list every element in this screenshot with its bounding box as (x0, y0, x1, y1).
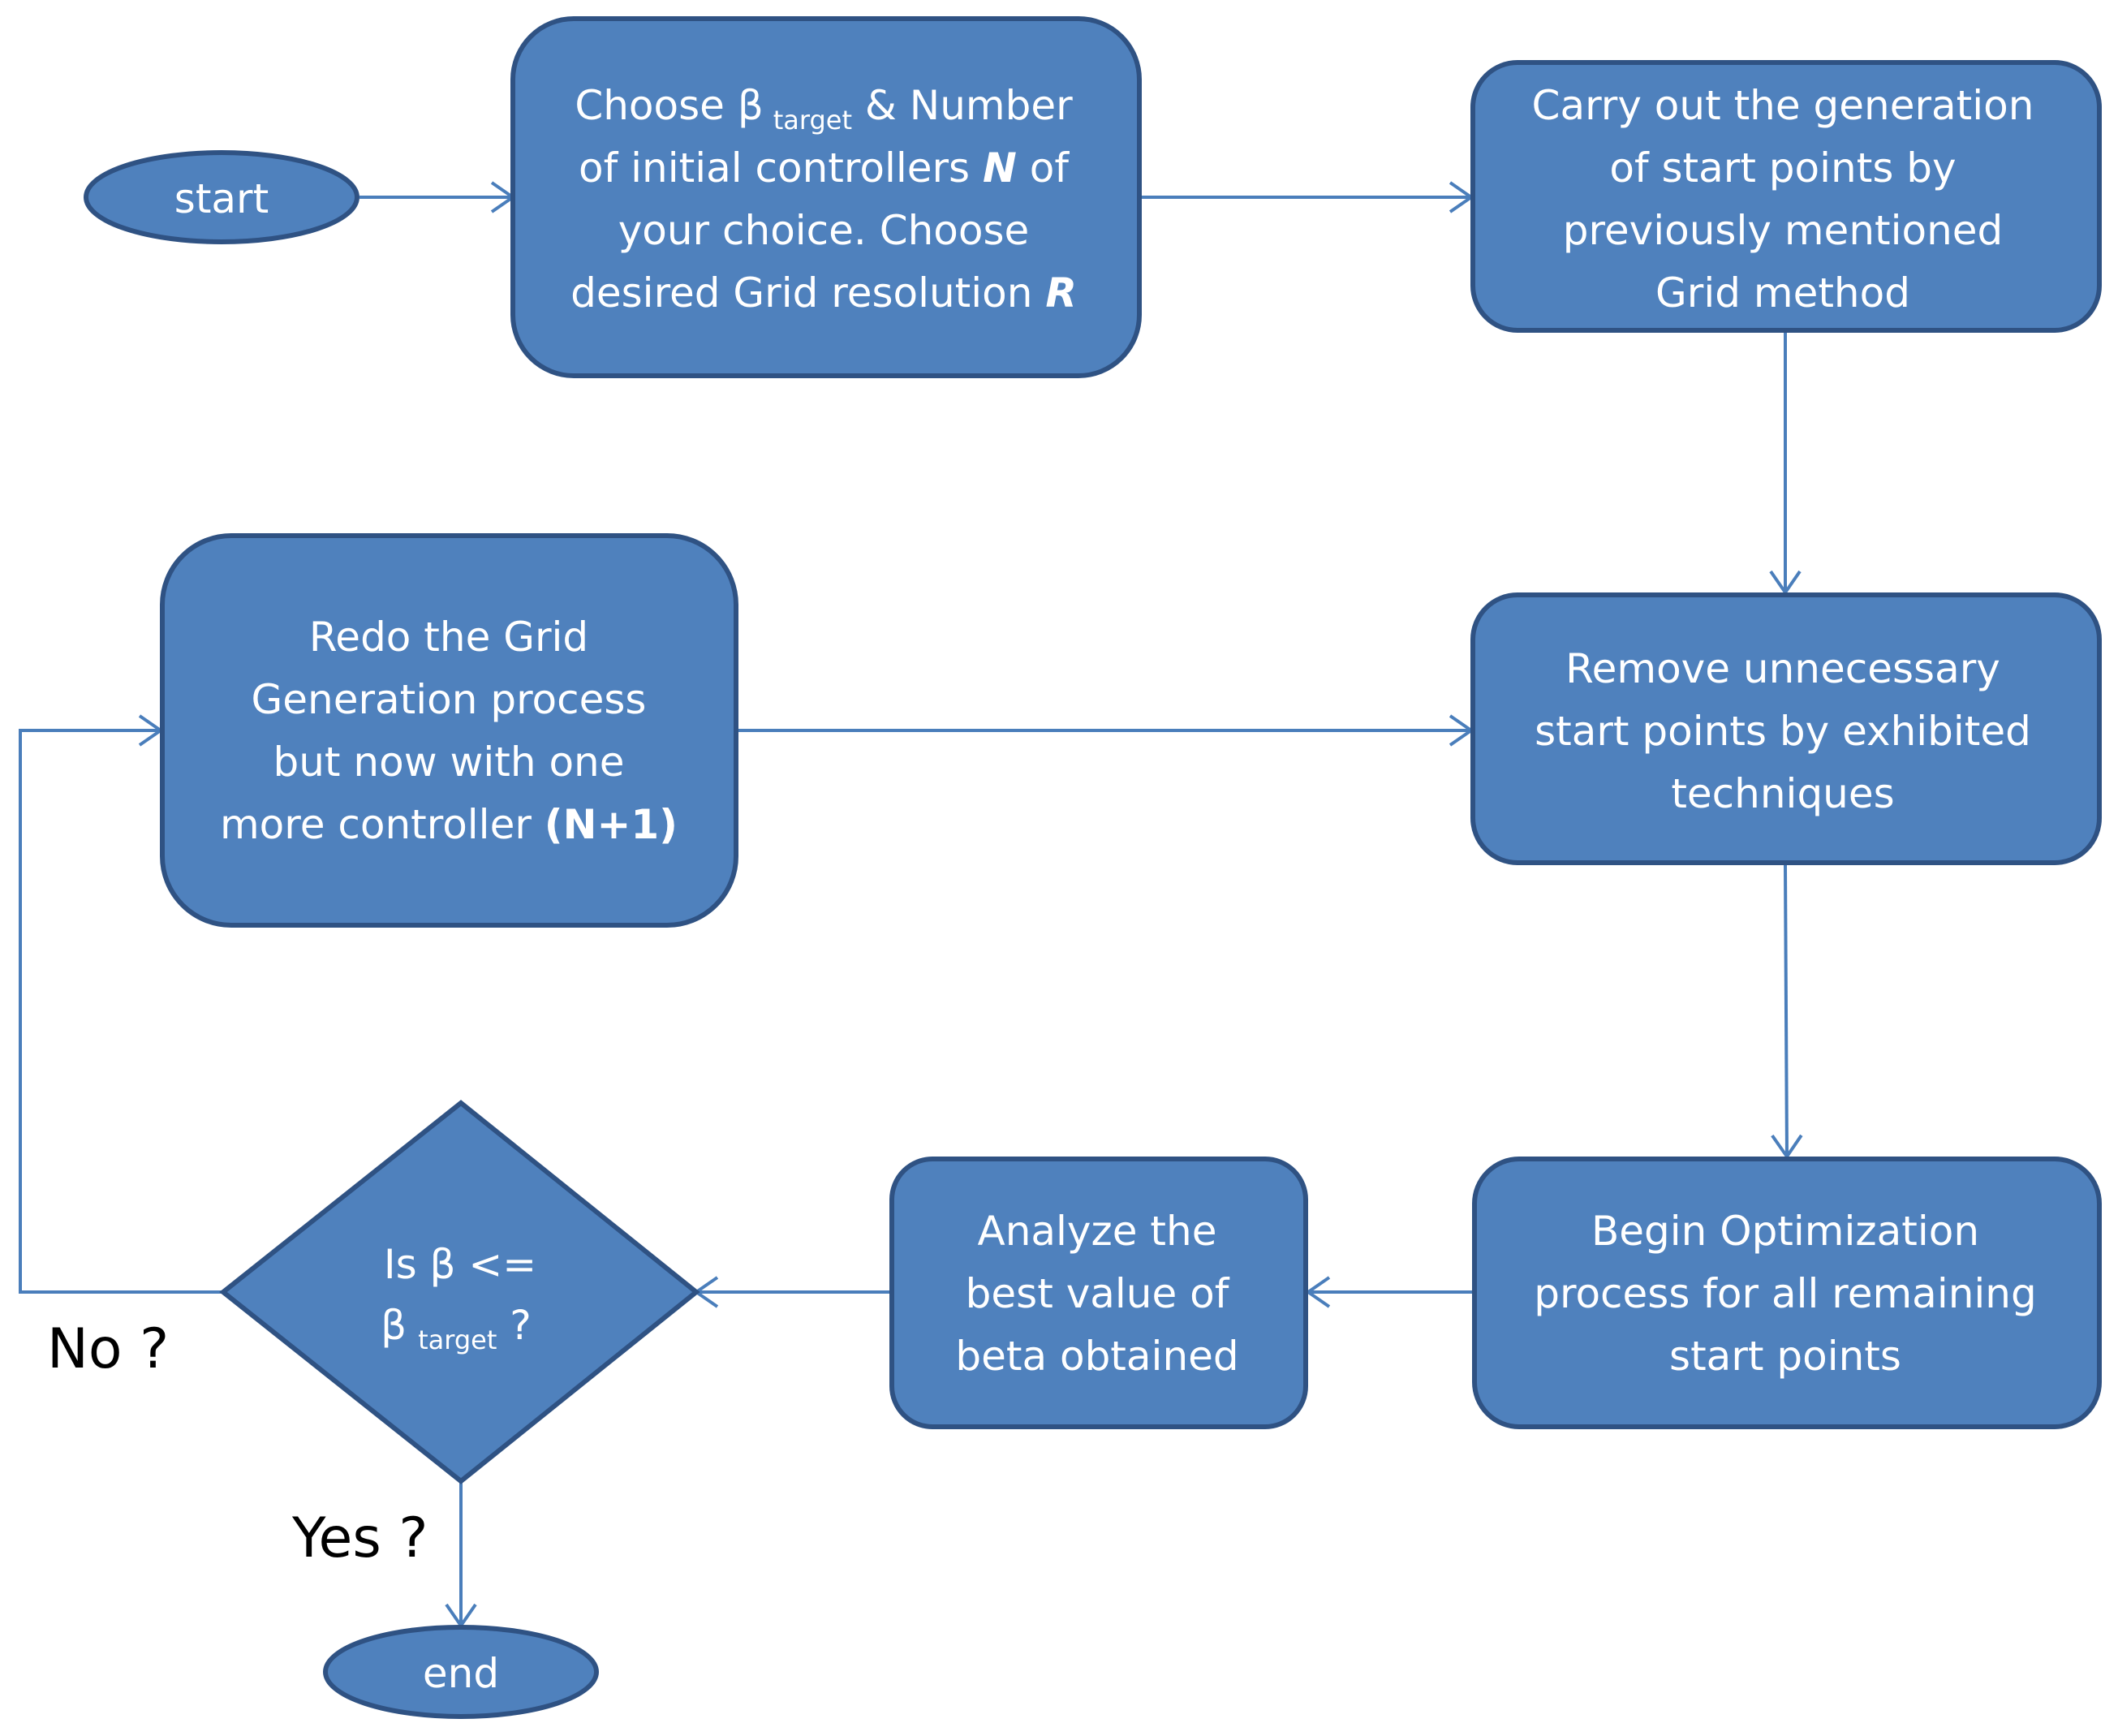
begin-optimization-node: Begin Optimization process for all remai… (1472, 1157, 2102, 1429)
remove-start-points-line-1: Remove unnecessary (1565, 645, 2000, 692)
begin-optimization-node-shape (1472, 1157, 2102, 1429)
no-branch-label: No ? (47, 1317, 169, 1381)
generate-start-points-node-shape (1470, 60, 2102, 333)
generate-start-points-line-3: previously mentioned (1563, 207, 2004, 254)
end-node-label: end (423, 1650, 499, 1697)
redo-grid-line-4: more controller (N+1) (220, 801, 678, 848)
analyze-beta-line-2: best value of (966, 1270, 1230, 1317)
edge-decision-no-to-redo (19, 730, 223, 1294)
choose-parameters-line-4: desired Grid resolution R (570, 269, 1077, 317)
analyze-beta-line-3: beta obtained (955, 1333, 1238, 1380)
analyze-beta-node-shape (889, 1157, 1308, 1429)
analyze-beta-line-1: Analyze the (978, 1208, 1217, 1255)
begin-optimization-line-3: start points (1669, 1333, 1901, 1380)
begin-optimization-line-1: Begin Optimization (1591, 1208, 1979, 1255)
remove-start-points-line-3: techniques (1671, 770, 1894, 817)
redo-grid-node-shape (160, 533, 738, 928)
redo-grid-node: Redo the Grid Generation process but now… (160, 533, 738, 928)
generate-start-points-node: Carry out the generation of start points… (1470, 60, 2102, 333)
begin-optimization-line-2: process for all remaining (1534, 1270, 2036, 1317)
beta-check-decision-shape (219, 1100, 700, 1484)
edges (19, 197, 1787, 1626)
choose-parameters-line-3: your choice. Choose (618, 207, 1030, 254)
start-node-shape (84, 150, 359, 244)
end-node: end (323, 1625, 599, 1719)
yes-branch-label: Yes ? (291, 1506, 428, 1570)
beta-check-line-1: Is β <= (384, 1241, 536, 1288)
remove-start-points-node-shape (1470, 592, 2102, 865)
choose-parameters-node-shape (510, 16, 1142, 378)
generate-start-points-line-2: of start points by (1609, 144, 1956, 192)
end-node-shape (323, 1625, 599, 1719)
start-node: start (84, 150, 359, 244)
redo-grid-line-1: Redo the Grid (309, 614, 588, 661)
remove-start-points-line-2: start points by exhibited (1535, 708, 2031, 755)
generate-start-points-line-1: Carry out the generation (1532, 82, 2034, 129)
generate-start-points-line-4: Grid method (1655, 269, 1910, 317)
analyze-beta-node: Analyze the best value of beta obtained (889, 1157, 1308, 1429)
edge-remove-to-begin (1785, 864, 1787, 1157)
choose-parameters-line-2: of initial controllers N of (579, 144, 1070, 192)
redo-grid-line-2: Generation process (252, 676, 647, 723)
start-node-label: start (174, 175, 269, 222)
redo-grid-line-3: but now with one (273, 739, 624, 786)
remove-start-points-node: Remove unnecessary start points by exhib… (1470, 592, 2102, 865)
